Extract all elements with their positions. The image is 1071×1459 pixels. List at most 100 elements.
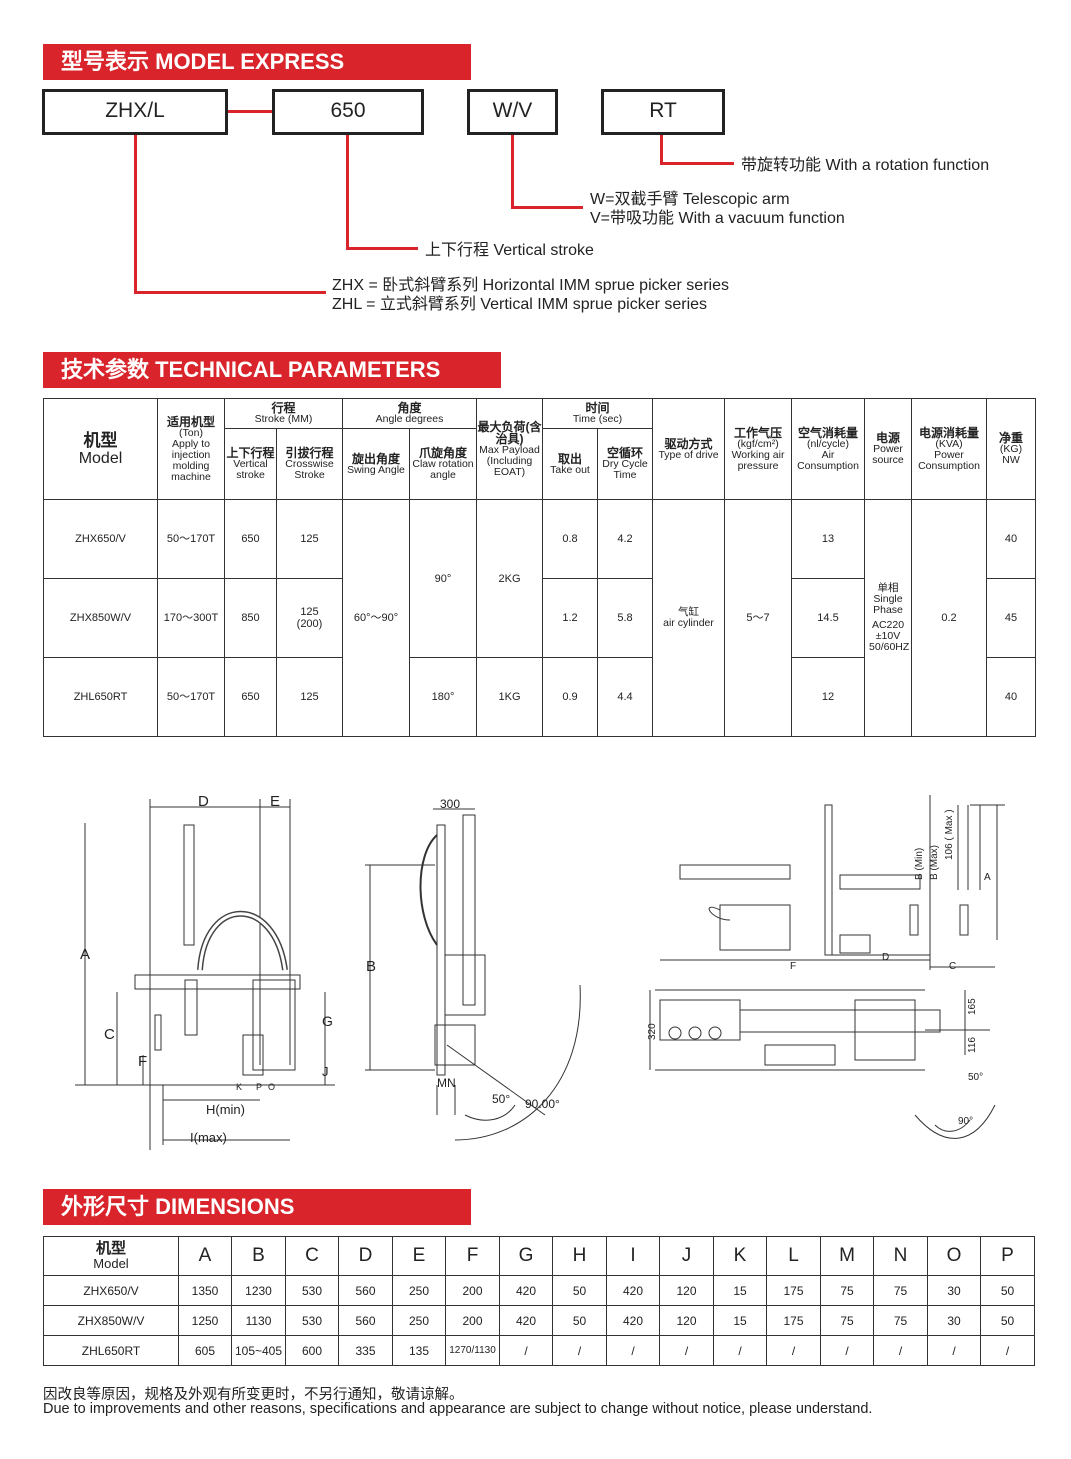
table-row: ZHL650RT 50～170T 650 125 180° 1KG 0.9 4.… <box>43 657 1037 737</box>
dim-label-c: C <box>104 1026 115 1043</box>
cell-vstroke: 650 <box>224 657 277 737</box>
plan-view-drawing <box>649 989 996 1139</box>
dimensions-banner: 外形尺寸 DIMENSIONS <box>43 1189 471 1225</box>
th-dim-d: D <box>338 1236 393 1276</box>
cell-value: 50 <box>980 1305 1035 1336</box>
cell-cycle: 5.8 <box>596 578 654 658</box>
cell-value: 600 <box>285 1335 339 1366</box>
model-code-box-rotation: RT <box>601 89 725 135</box>
cell-value: 420 <box>499 1275 553 1306</box>
cell-model: ZHL650RT <box>43 657 158 737</box>
dim-label-d: D <box>198 793 209 810</box>
dim-label-a-right: A <box>984 872 991 883</box>
cell-value: 250 <box>392 1305 446 1336</box>
rt-annotation: 带旋转功能 With a rotation function <box>741 157 990 174</box>
cell-model: ZHX850W/V <box>43 578 158 658</box>
cell-value: 50 <box>552 1275 607 1306</box>
th-nw: 净重(KG)NW <box>986 398 1037 500</box>
cell-value: / <box>820 1335 874 1366</box>
model-code-box-arm: W/V <box>467 89 558 135</box>
cell-vstroke: 850 <box>224 578 277 658</box>
wv-annotation-w: W=双截手臂 Telescopic arm <box>590 191 790 208</box>
cell-value: 250 <box>392 1275 446 1306</box>
th-dim-m: M <box>820 1236 874 1276</box>
cell-value: / <box>873 1335 928 1366</box>
cell-value: / <box>766 1335 821 1366</box>
cell-value: / <box>552 1335 607 1366</box>
cell-value: 605 <box>178 1335 232 1366</box>
stroke-annotation: 上下行程 Vertical stroke <box>425 242 594 259</box>
cell-model: ZHX650/V <box>43 1275 179 1306</box>
series-leader-v <box>134 135 137 294</box>
cell-value: 530 <box>285 1275 339 1306</box>
model-code-box-stroke: 650 <box>272 89 424 135</box>
cell-value: 200 <box>445 1305 500 1336</box>
dim-label-p: P <box>256 1082 263 1092</box>
rt-leader-v <box>660 135 663 165</box>
cell-value: 30 <box>927 1275 981 1306</box>
cell-swing-angle: 60°～90° <box>342 499 410 737</box>
th-dim-i: I <box>606 1236 660 1276</box>
cell-value: 15 <box>713 1305 767 1336</box>
angle-label-90-right: 90° <box>958 1116 974 1127</box>
cell-value: 560 <box>338 1275 393 1306</box>
rt-leader-h <box>660 162 734 165</box>
cell-value: 200 <box>445 1275 500 1306</box>
cell-value: 1250 <box>178 1305 232 1336</box>
dim-label-d-right: D <box>882 952 890 963</box>
dim-label-mn: MN <box>437 1076 456 1090</box>
layout-view-drawing <box>660 795 1005 970</box>
cell-model: ZHX650/V <box>43 499 158 579</box>
cell-value: 420 <box>606 1275 660 1306</box>
stroke-leader-h <box>346 247 418 250</box>
tech-params-banner: 技术参数 TECHNICAL PARAMETERS <box>43 352 501 388</box>
cell-value: 420 <box>606 1305 660 1336</box>
cell-model: ZHL650RT <box>43 1335 179 1366</box>
cell-value: 175 <box>766 1305 821 1336</box>
cell-value: 105~405 <box>231 1335 286 1366</box>
dim-label-c-right: C <box>949 961 957 972</box>
cell-value: 560 <box>338 1305 393 1336</box>
dim-label-f-right: F <box>790 961 797 972</box>
dim-label-300: 300 <box>440 797 461 811</box>
th-dim-k: K <box>713 1236 767 1276</box>
cell-power-consumption: 0.2 <box>911 499 988 737</box>
cell-takeout: 0.8 <box>542 499 598 579</box>
side-view-drawing <box>365 808 581 1141</box>
table-row: ZHX650/V 1350 1230 530 560 250 200 420 5… <box>43 1275 1035 1306</box>
model-express-banner: 型号表示 MODEL EXPRESS <box>43 44 471 80</box>
dim-label-h: H(min) <box>206 1102 245 1117</box>
cell-value: / <box>659 1335 714 1366</box>
cell-claw-angle: 90° <box>409 499 477 658</box>
cell-value: 120 <box>659 1305 714 1336</box>
cell-value: 1350 <box>178 1275 232 1306</box>
front-view-drawing <box>75 799 335 1150</box>
cell-value: / <box>927 1335 981 1366</box>
dim-label-o: O <box>268 1082 276 1092</box>
dim-label-f: F <box>138 1053 148 1070</box>
zhl-annotation: ZHL = 立式斜臂系列 Vertical IMM sprue picker s… <box>332 296 708 313</box>
dim-label-i: I(max) <box>190 1130 227 1145</box>
footer-note-en: Due to improvements and other reasons, s… <box>43 1401 873 1417</box>
th-pressure: 工作气压(kgf/cm²)Working air pressure <box>724 398 793 500</box>
th-dim-f: F <box>445 1236 500 1276</box>
cell-cstroke: 125 <box>276 657 343 737</box>
dim-label-106: 106 ( Max ) <box>944 809 955 860</box>
cell-value: 335 <box>338 1335 393 1366</box>
cell-value: 50 <box>980 1275 1035 1306</box>
cell-value: / <box>713 1335 767 1366</box>
dim-label-g: G <box>322 1013 333 1029</box>
cell-value: 15 <box>713 1275 767 1306</box>
stroke-leader-v <box>346 135 349 250</box>
cell-pressure: 5～7 <box>724 499 793 737</box>
